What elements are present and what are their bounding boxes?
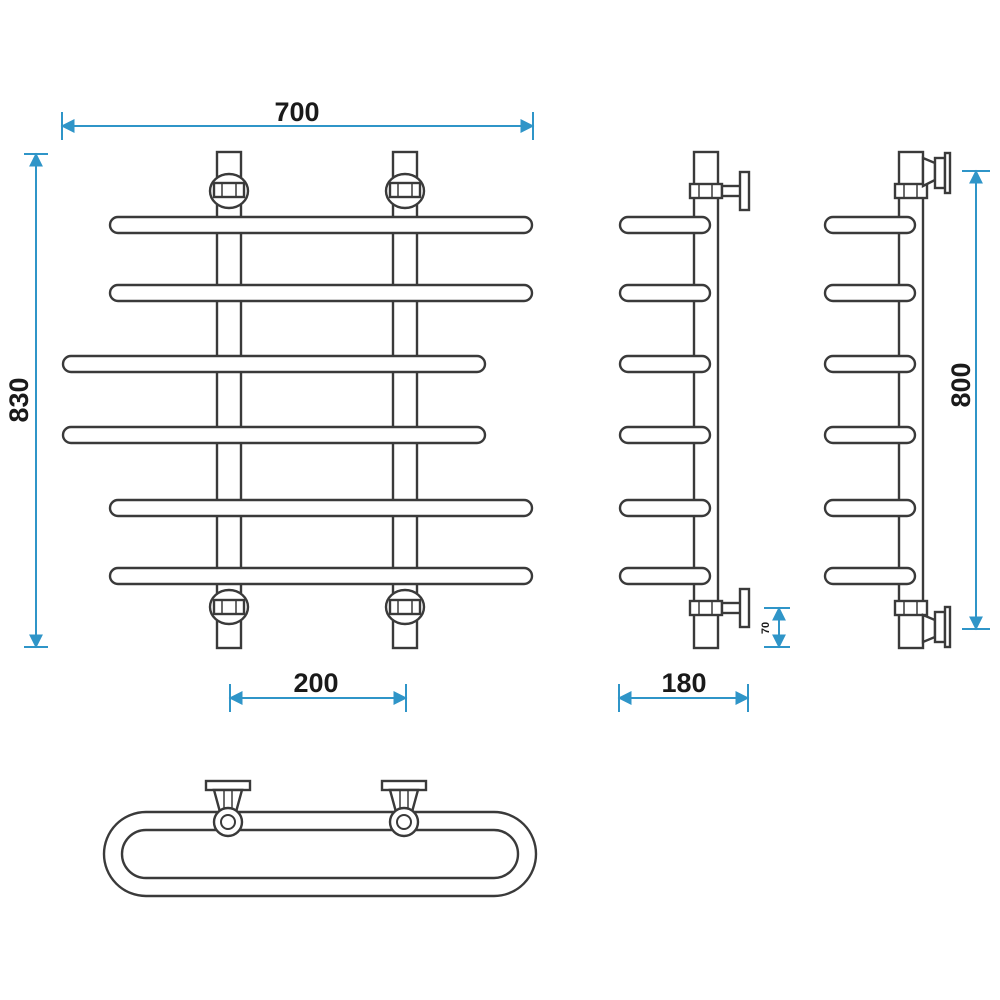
bottom-right-coupling bbox=[384, 588, 426, 626]
dimension-depth: 180 bbox=[617, 668, 750, 712]
horizontal-bar bbox=[108, 215, 534, 235]
dimension-label-70: 70 bbox=[760, 622, 772, 634]
dimension-label-200: 200 bbox=[293, 668, 338, 698]
horizontal-bar bbox=[108, 498, 534, 518]
left-vertical-pipe bbox=[215, 150, 243, 650]
horizontal-bar bbox=[61, 425, 487, 445]
right-vertical-pipe bbox=[391, 150, 419, 650]
top-view-right-bracket bbox=[380, 779, 428, 838]
side-bars bbox=[823, 215, 917, 586]
bottom-left-coupling bbox=[208, 588, 250, 626]
front-view bbox=[61, 150, 534, 650]
top-view bbox=[102, 779, 538, 898]
dimension-bottom-offset: 70 bbox=[760, 606, 790, 649]
side-vertical-pipe bbox=[897, 150, 925, 650]
horizontal-bars bbox=[61, 215, 534, 586]
dimension-pipe-spacing: 200 bbox=[228, 668, 408, 712]
side-vertical-pipe bbox=[692, 150, 720, 650]
horizontal-bar bbox=[108, 566, 534, 586]
horizontal-bar bbox=[108, 283, 534, 303]
dimension-connection-height: 800 bbox=[946, 169, 990, 631]
side-bars bbox=[618, 215, 712, 586]
dimension-label-830: 830 bbox=[4, 377, 34, 422]
dimension-label-700: 700 bbox=[274, 97, 319, 127]
dimension-label-800: 800 bbox=[946, 362, 976, 407]
side-top-mount bbox=[688, 170, 751, 212]
side-top-valve bbox=[893, 151, 952, 200]
side-view-right bbox=[823, 150, 952, 650]
top-left-coupling bbox=[208, 172, 250, 210]
top-right-coupling bbox=[384, 172, 426, 210]
dimension-overall-height: 830 bbox=[4, 152, 48, 649]
side-view-left bbox=[618, 150, 751, 650]
dimension-overall-width: 700 bbox=[60, 97, 535, 140]
side-bottom-mount bbox=[688, 587, 751, 629]
horizontal-bar bbox=[61, 354, 487, 374]
side-bottom-valve bbox=[893, 599, 952, 649]
top-view-loop-inner bbox=[120, 828, 520, 880]
top-view-left-bracket bbox=[204, 779, 252, 838]
dimension-label-180: 180 bbox=[661, 668, 706, 698]
